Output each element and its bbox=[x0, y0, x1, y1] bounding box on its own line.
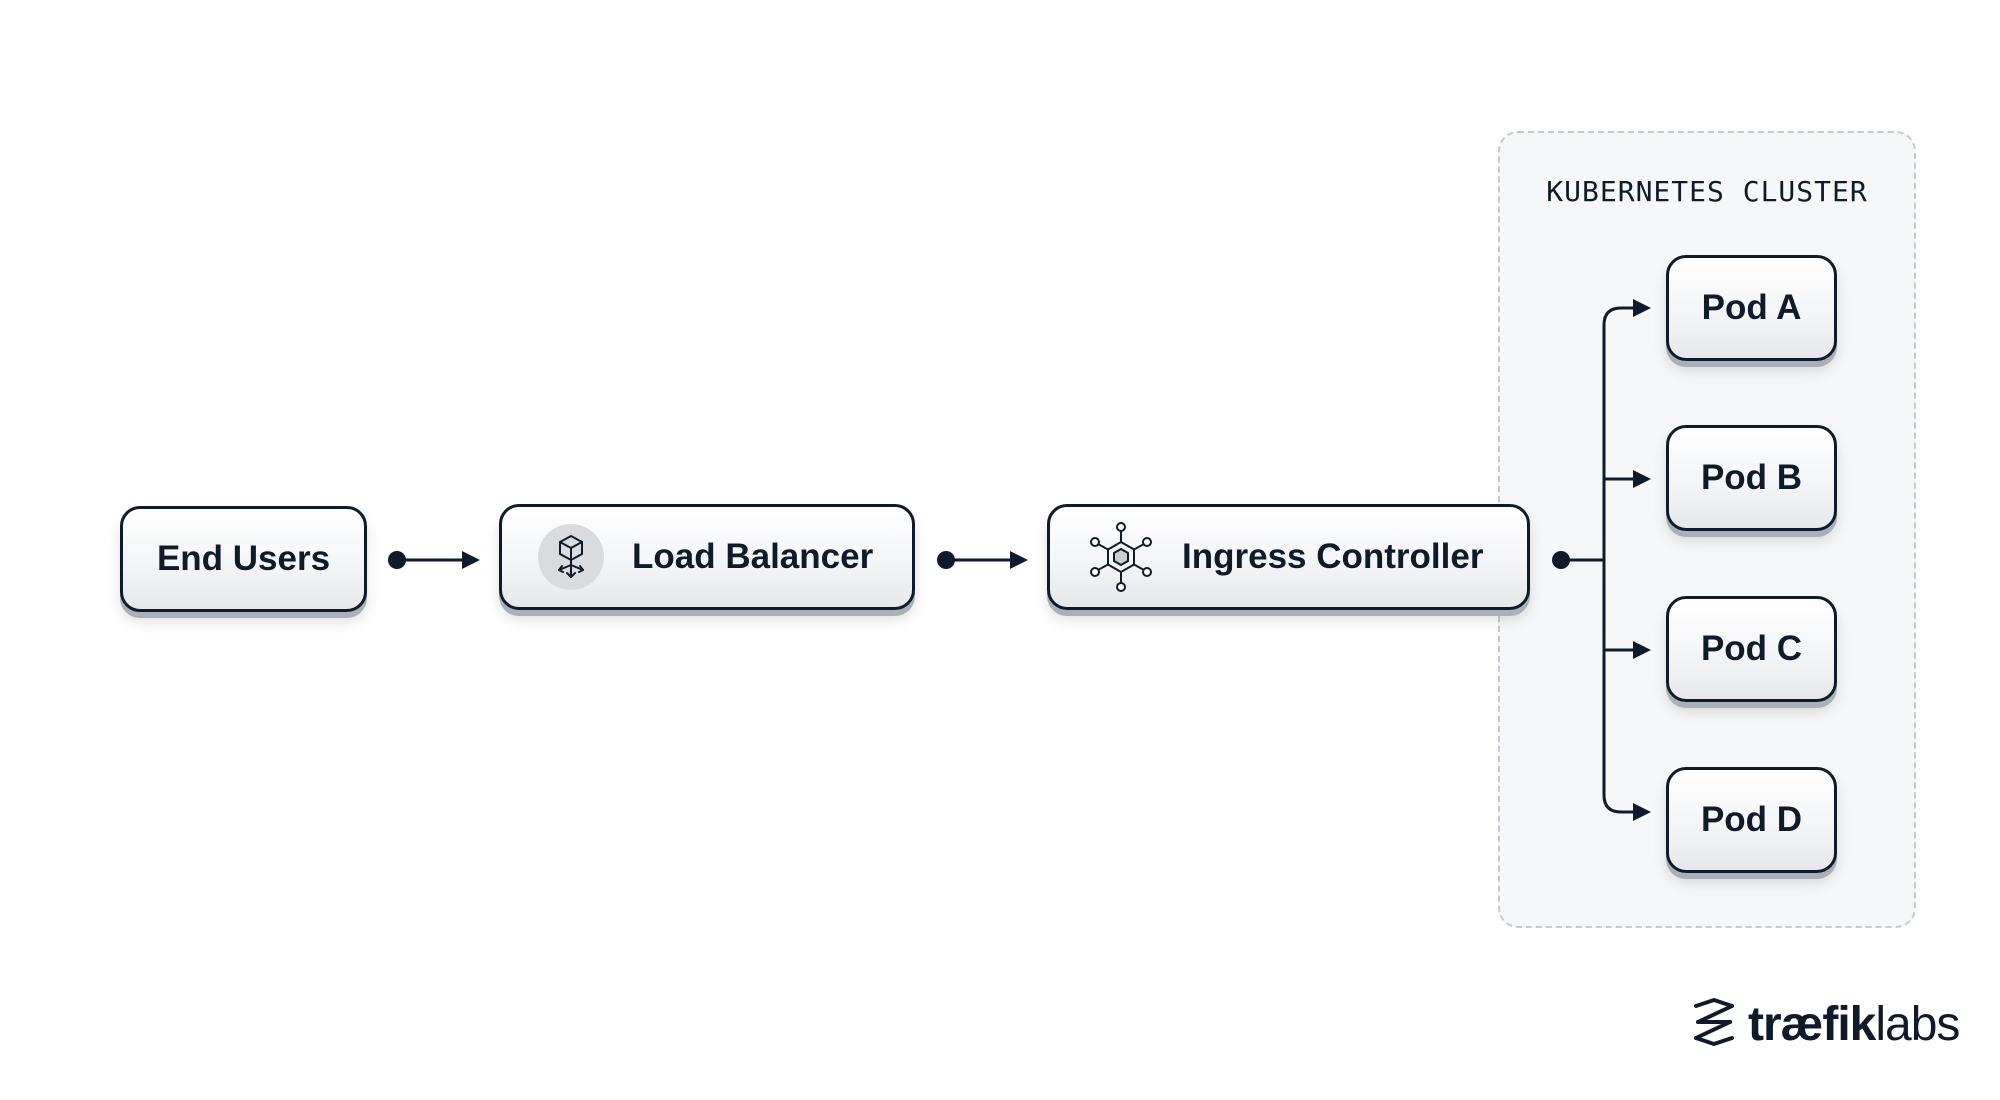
cluster-label: KUBERNETES CLUSTER bbox=[1546, 175, 1868, 208]
load-balancer-node: Load Balancer bbox=[499, 504, 915, 610]
pod-b-label: Pod B bbox=[1700, 458, 1803, 497]
edge-end-users-to-load-balancer bbox=[388, 551, 480, 569]
edge-load-balancer-to-ingress bbox=[937, 551, 1028, 569]
logo-wordmark-bold: træfik bbox=[1748, 998, 1876, 1051]
ingress-hexagon-icon bbox=[1084, 520, 1158, 594]
ingress-controller-label: Ingress Controller bbox=[1182, 537, 1484, 576]
pod-b-node: Pod B bbox=[1666, 425, 1837, 531]
pod-c-node: Pod C bbox=[1666, 596, 1837, 702]
end-users-node: End Users bbox=[120, 506, 367, 612]
traefiklabs-logo: træfiklabs bbox=[1690, 996, 1960, 1053]
pod-d-node: Pod D bbox=[1666, 767, 1837, 873]
load-balancer-icon bbox=[538, 524, 604, 590]
ingress-controller-node: Ingress Controller bbox=[1047, 504, 1530, 610]
pod-a-label: Pod A bbox=[1701, 288, 1802, 327]
logo-wordmark: træfiklabs bbox=[1748, 997, 1960, 1052]
traefik-logo-icon bbox=[1690, 996, 1738, 1053]
pod-c-label: Pod C bbox=[1700, 629, 1803, 668]
load-balancer-label: Load Balancer bbox=[632, 537, 874, 576]
logo-wordmark-light: labs bbox=[1875, 998, 1960, 1051]
pod-a-node: Pod A bbox=[1666, 255, 1837, 361]
end-users-label: End Users bbox=[156, 539, 331, 578]
pod-d-label: Pod D bbox=[1700, 800, 1803, 839]
